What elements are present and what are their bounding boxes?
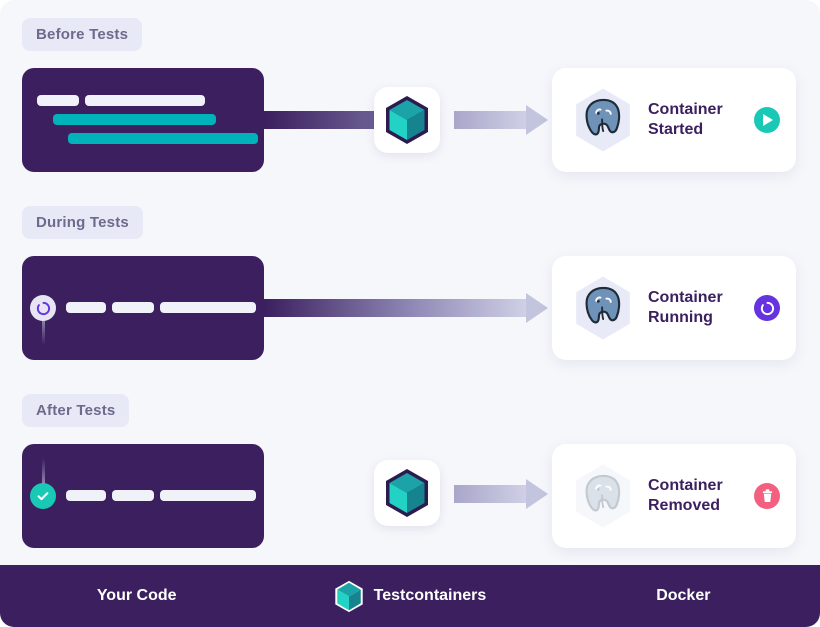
- testcontainers-cube-icon: [386, 96, 428, 144]
- stage-label-after-tests: After Tests: [22, 394, 130, 427]
- card-title-line2: Started: [648, 121, 704, 138]
- status-badge-trash[interactable]: [754, 483, 780, 509]
- postgresql-elephant-icon: [576, 276, 630, 340]
- card-title-line1: Container: [648, 289, 723, 306]
- code-bar: [112, 490, 154, 501]
- arrow-shaft: [454, 485, 526, 503]
- code-block-after-tests: [22, 444, 264, 548]
- arrow-head: [526, 293, 548, 323]
- footer-legend: Your Code Testcontainers Docker: [0, 565, 820, 627]
- spinner-icon: [760, 301, 774, 315]
- code-bar: [160, 302, 256, 313]
- marker-stem-down: [42, 307, 45, 345]
- card-title-container-removed: Container Removed: [648, 476, 754, 516]
- card-title-line1: Container: [648, 477, 723, 494]
- testcontainers-cube-icon: [334, 580, 363, 612]
- testcontainers-cube-tile-before: [374, 87, 440, 153]
- arrow-head: [526, 105, 548, 135]
- stage-label-during-tests: During Tests: [22, 206, 143, 239]
- flow-arrow-cube-to-card-after: [454, 479, 548, 509]
- status-badge-play[interactable]: [754, 107, 780, 133]
- card-title-container-started: Container Started: [648, 100, 754, 140]
- result-card-container-started: Container Started: [552, 68, 796, 172]
- code-bar: [66, 302, 106, 313]
- testcontainers-cube-icon: [386, 469, 428, 517]
- legend-item-testcontainers: Testcontainers: [273, 580, 546, 613]
- flow-arrow-cube-to-card: [454, 105, 548, 135]
- status-badge-spinner[interactable]: [754, 295, 780, 321]
- testcontainers-cube-tile-after: [374, 460, 440, 526]
- code-bar: [68, 133, 258, 144]
- code-bar: [112, 302, 154, 313]
- inline-spinner-badge: [30, 295, 56, 321]
- code-block-before-tests: [22, 68, 264, 172]
- arrow-shaft: [264, 299, 526, 317]
- stage-label-before-tests: Before Tests: [22, 18, 143, 51]
- arrow-head: [526, 479, 548, 509]
- legend-item-your-code: Your Code: [0, 587, 273, 605]
- card-title-line1: Container: [648, 101, 723, 118]
- inline-check-badge: [30, 483, 56, 509]
- code-bar: [66, 490, 106, 501]
- check-icon: [37, 492, 49, 501]
- legend-label: Docker: [656, 587, 711, 604]
- card-title-line2: Running: [648, 309, 713, 326]
- legend-label: Testcontainers: [373, 587, 487, 604]
- play-icon: [762, 114, 773, 126]
- trash-icon: [762, 489, 772, 503]
- marker-stem-up: [42, 458, 45, 496]
- postgresql-elephant-icon: [576, 464, 630, 528]
- code-bar: [160, 490, 256, 501]
- legend-item-docker: Docker: [547, 587, 820, 605]
- code-bar: [85, 95, 205, 106]
- legend-label: Your Code: [96, 587, 177, 604]
- postgresql-elephant-icon: [576, 88, 630, 152]
- flow-arrow-code-to-card-during: [264, 293, 548, 323]
- arrow-shaft: [264, 111, 374, 129]
- card-title-line2: Removed: [648, 497, 721, 514]
- spinner-icon: [36, 301, 50, 315]
- result-card-container-removed: Container Removed: [552, 444, 796, 548]
- code-block-during-tests: [22, 256, 264, 360]
- card-title-container-running: Container Running: [648, 288, 754, 328]
- code-bar: [53, 114, 216, 125]
- code-bar: [37, 95, 79, 106]
- flow-arrow-code-to-cube: [264, 111, 374, 129]
- result-card-container-running: Container Running: [552, 256, 796, 360]
- arrow-shaft: [454, 111, 526, 129]
